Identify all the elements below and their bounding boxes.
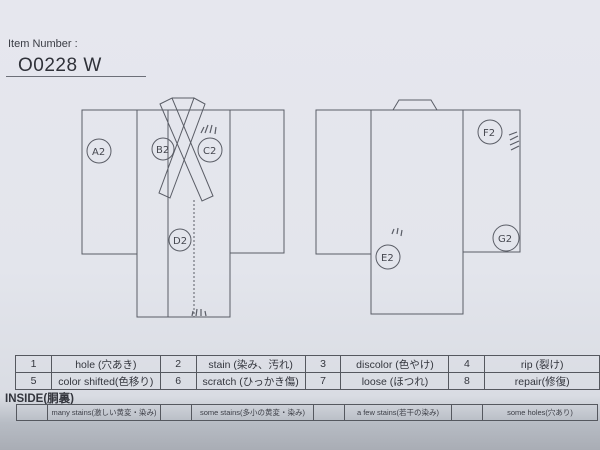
mark-circle-c2 (197, 137, 223, 163)
legend-num: 6 (159, 372, 197, 390)
legend-num: 3 (304, 355, 342, 373)
mark-e2: E2 (381, 253, 394, 264)
mark-circle-a2 (86, 138, 112, 164)
inside-option-label: a few stains(若干の染み) (344, 404, 452, 421)
inside-checkbox-many-stains[interactable] (16, 404, 48, 421)
mark-circle-b2 (151, 137, 175, 161)
item-number-label: Item Number : (8, 38, 78, 50)
legend-label: stain (染み、汚れ) (195, 355, 306, 373)
legend-label: color shifted(色移り) (50, 372, 161, 390)
mark-circle-d2 (168, 228, 192, 252)
legend-label: discolor (色やけ) (340, 355, 450, 373)
item-number-value: O0228 W (18, 55, 102, 76)
inside-option-label: many stains(激しい黄変・染み) (47, 404, 161, 421)
legend-row: 5 color shifted(色移り) 6 scratch (ひっかき傷) 7… (15, 372, 600, 390)
legend-num: 2 (159, 355, 197, 373)
front-kimono-outline (81, 97, 285, 318)
mark-circle-f2 (477, 119, 503, 145)
inside-section-title: INSIDE(胴裏) (5, 393, 74, 405)
inside-row: many stains(激しい黄変・染み) some stains(多小の黄変・… (16, 404, 598, 421)
mark-circle-e2 (375, 244, 401, 270)
inside-checkbox-some-stains[interactable] (160, 404, 192, 421)
inside-checkbox-some-holes[interactable] (451, 404, 483, 421)
back-kimono-outline (315, 99, 521, 315)
legend-num: 8 (448, 372, 486, 390)
legend-row: 1 hole (穴あき) 2 stain (染み、汚れ) 3 discolor … (15, 355, 600, 373)
inside-option-label: some holes(穴あり) (482, 404, 598, 421)
legend-num: 5 (15, 372, 52, 390)
mark-c2: C2 (203, 146, 216, 157)
damage-legend-table: 1 hole (穴あき) 2 stain (染み、汚れ) 3 discolor … (15, 355, 600, 390)
mark-g2: G2 (498, 234, 512, 245)
inside-option-label: some stains(多小の黄変・染み) (191, 404, 314, 421)
legend-num: 4 (448, 355, 486, 373)
legend-num: 7 (304, 372, 342, 390)
legend-label: scratch (ひっかき傷) (195, 372, 306, 390)
mark-circle-g2 (492, 224, 520, 252)
damage-hatch-marks (191, 124, 520, 317)
inside-condition-table: many stains(激しい黄変・染み) some stains(多小の黄変・… (16, 404, 598, 421)
mark-d2: D2 (173, 236, 187, 247)
legend-num: 1 (15, 355, 52, 373)
legend-label: loose (ほつれ) (340, 372, 450, 390)
mark-f2: F2 (483, 128, 495, 139)
mark-b2: B2 (156, 145, 169, 156)
legend-label: hole (穴あき) (50, 355, 161, 373)
mark-a2: A2 (92, 147, 105, 158)
inside-checkbox-few-stains[interactable] (313, 404, 345, 421)
item-number-underline (6, 76, 146, 77)
legend-label: rip (裂け) (484, 355, 600, 373)
legend-label: repair(修復) (484, 372, 600, 390)
